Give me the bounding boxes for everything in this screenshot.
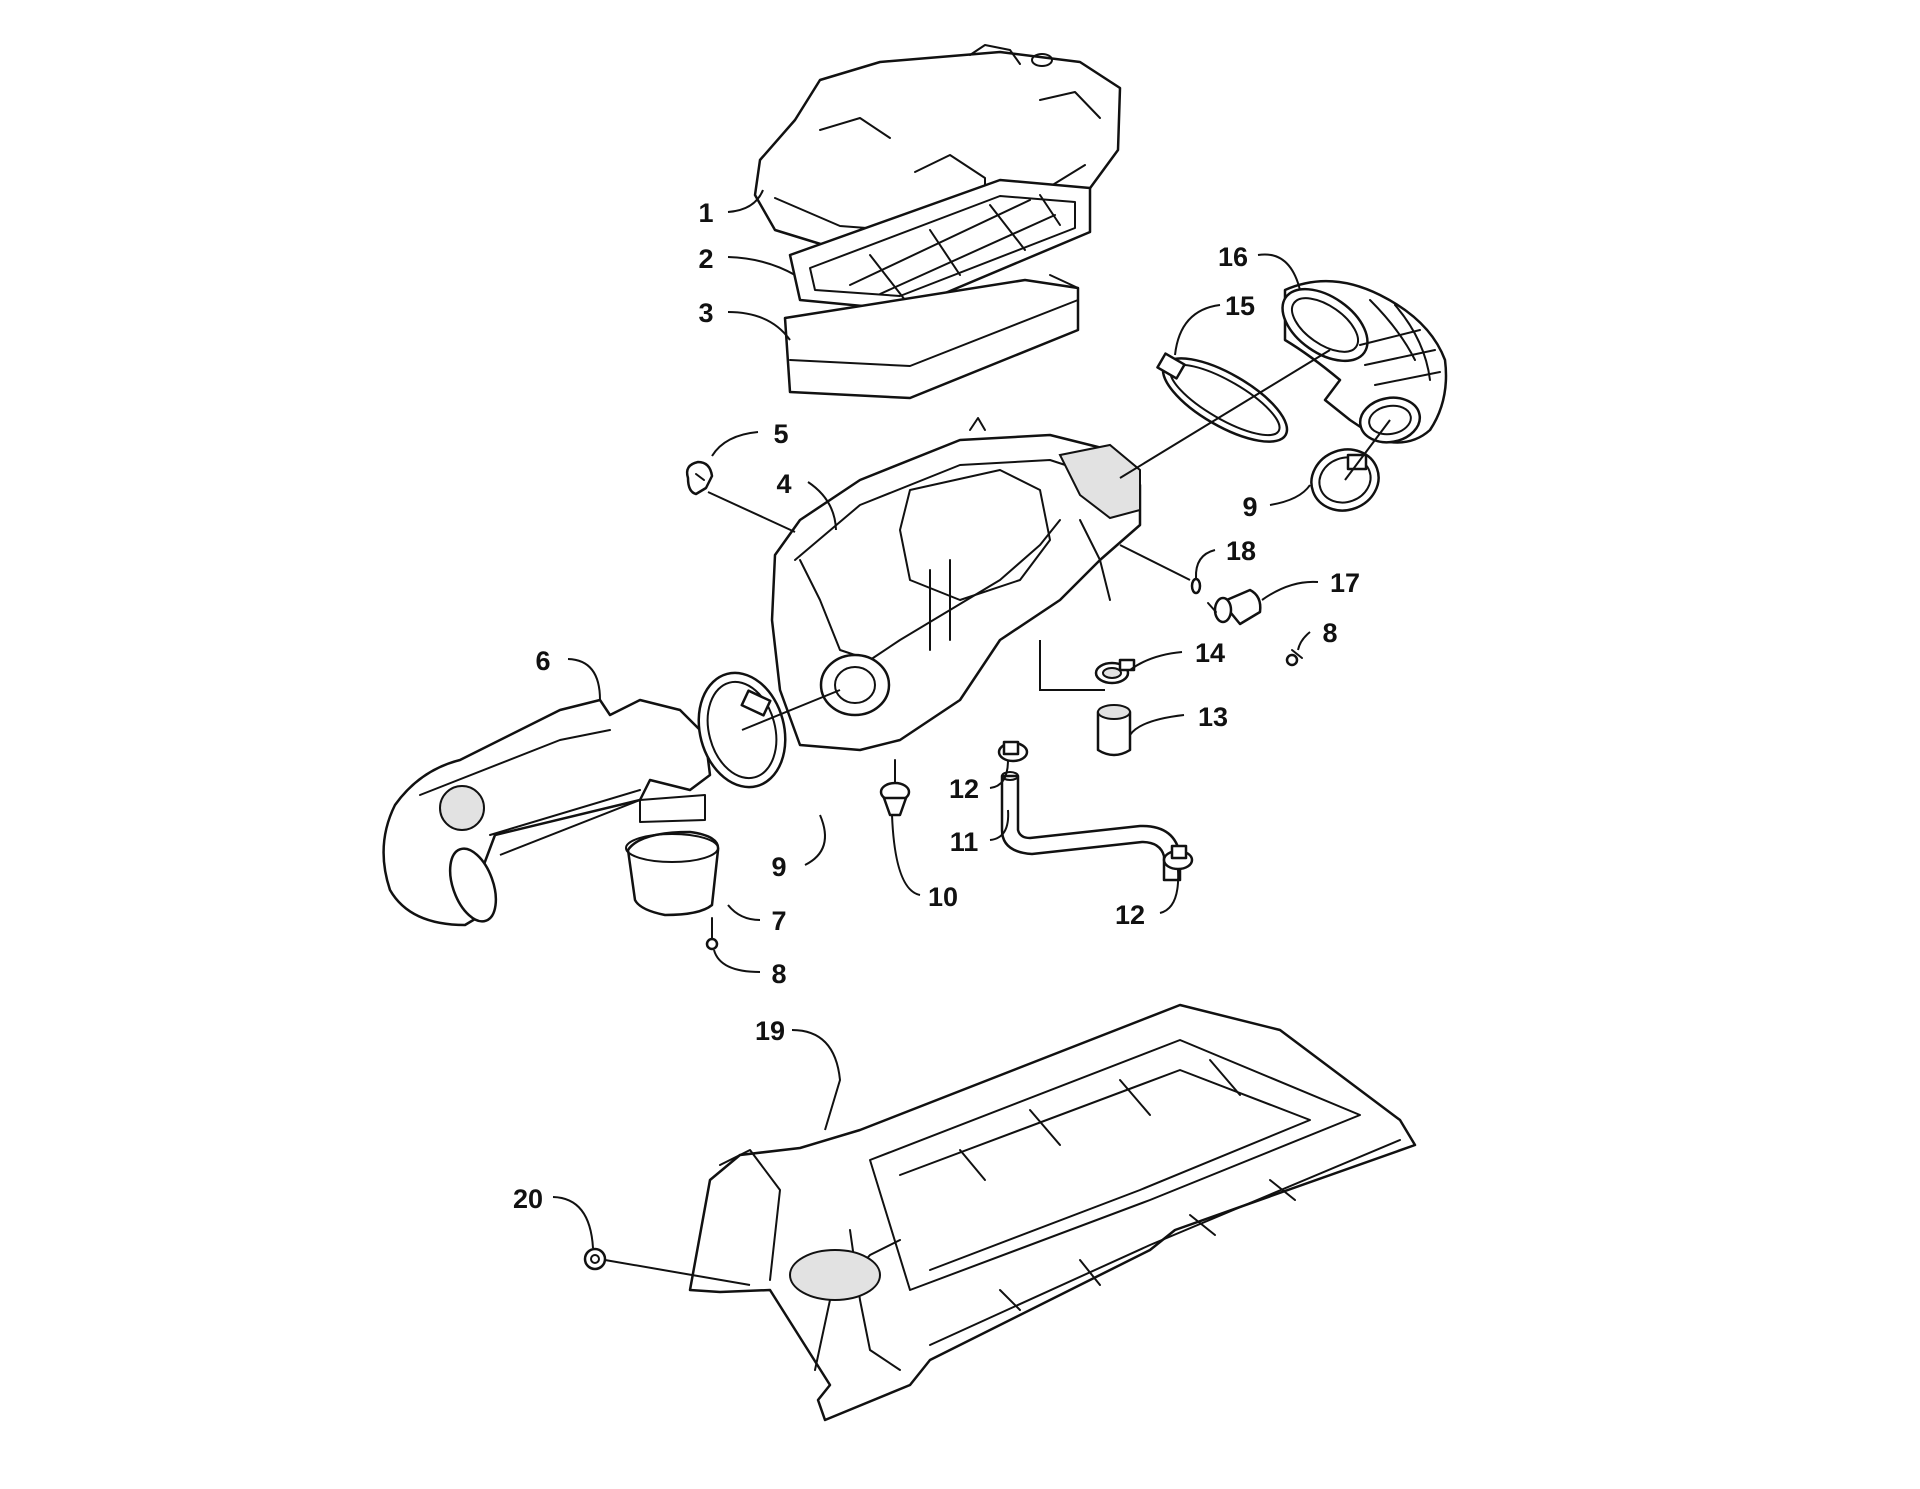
leader-14 (1129, 651, 1183, 671)
leader-11 (989, 809, 1010, 841)
leader-20-to-plate (604, 1259, 751, 1286)
leader-16 (1257, 253, 1301, 291)
callout-12-upper: 12 (949, 774, 979, 804)
leader-9b (1269, 484, 1311, 506)
part-16-intake-boot (1281, 279, 1448, 444)
leader-14-to-box (1039, 640, 1105, 691)
part-10-drain-valve (879, 759, 911, 817)
callout-20: 20 (513, 1184, 543, 1214)
leader-6 (567, 658, 601, 701)
leader-7 (727, 904, 761, 921)
callout-12-lower: 12 (1115, 900, 1145, 930)
callout-4: 4 (776, 469, 791, 499)
callout-15: 15 (1225, 291, 1255, 321)
part-11-hose (1000, 771, 1182, 882)
part-15-band-clamp (1156, 352, 1289, 443)
callout-11: 11 (950, 827, 979, 857)
leader-18 (1194, 549, 1216, 579)
leader-9b-to-boot (1344, 419, 1391, 481)
part-8-screw-right (1285, 649, 1303, 667)
leader-19 (791, 1029, 842, 1131)
leader-18-to-box (1119, 544, 1191, 581)
part-2-filter-frame (788, 178, 1092, 312)
leader-9a (804, 814, 826, 866)
part-5-clip (685, 460, 714, 496)
leader-3 (727, 311, 791, 341)
leader-15 (1174, 304, 1221, 356)
part-6-intake-duct (382, 698, 712, 927)
callout-3: 3 (698, 298, 713, 328)
part-7-outlet-boot (625, 830, 720, 917)
part-20-grommet (583, 1247, 607, 1271)
leader-13 (1129, 714, 1185, 736)
callout-18: 18 (1226, 536, 1256, 566)
callout-13: 13 (1198, 702, 1228, 732)
callout-2: 2 (698, 244, 713, 274)
part-18-o-ring (1190, 577, 1202, 595)
leader-2 (727, 256, 796, 276)
part-4-airbox (770, 417, 1142, 752)
callout-8-lower: 8 (771, 959, 786, 989)
callout-17: 17 (1330, 568, 1360, 598)
callout-16: 16 (1218, 242, 1248, 272)
part-3-filter-element (783, 274, 1080, 400)
part-17-sensor (1207, 588, 1262, 626)
part-8-screw-lower (705, 917, 719, 951)
callout-9-right: 9 (1242, 492, 1257, 522)
callout-14: 14 (1195, 638, 1225, 668)
leader-20 (552, 1196, 594, 1249)
callout-19: 19 (755, 1016, 785, 1046)
callout-8-right: 8 (1322, 618, 1337, 648)
leader-6-to-box (499, 799, 641, 856)
callout-10: 10 (928, 882, 958, 912)
part-13-tube (1096, 704, 1132, 757)
callout-5: 5 (773, 419, 788, 449)
leader-4 (807, 481, 837, 531)
callout-1: 1 (698, 198, 713, 228)
part-14-small-clamp (1094, 658, 1136, 685)
callout-9-left: 9 (771, 852, 786, 882)
leader-12a (989, 759, 1009, 789)
leader-17 (1261, 580, 1319, 601)
part-12-hose-clamp-lower (1162, 844, 1194, 871)
leader-10 (891, 814, 921, 896)
leader-5 (711, 431, 759, 457)
leader-lines (499, 189, 1391, 1286)
leader-8a (713, 949, 761, 973)
leader-5-to-box (707, 491, 796, 533)
part-19-base-plate (688, 1003, 1417, 1422)
callout-numbers: 1 2 3 4 5 6 7 8 8 9 9 10 11 12 12 13 14 … (513, 198, 1360, 1214)
leader-1 (727, 189, 764, 213)
leader-9a-to-box (741, 689, 841, 731)
leader-15-to-boot (1119, 349, 1331, 479)
leader-8b (1297, 631, 1311, 651)
callout-6: 6 (535, 646, 550, 676)
leader-12b (1159, 869, 1180, 914)
part-12-hose-clamp-upper (997, 740, 1029, 763)
callout-7: 7 (771, 906, 786, 936)
